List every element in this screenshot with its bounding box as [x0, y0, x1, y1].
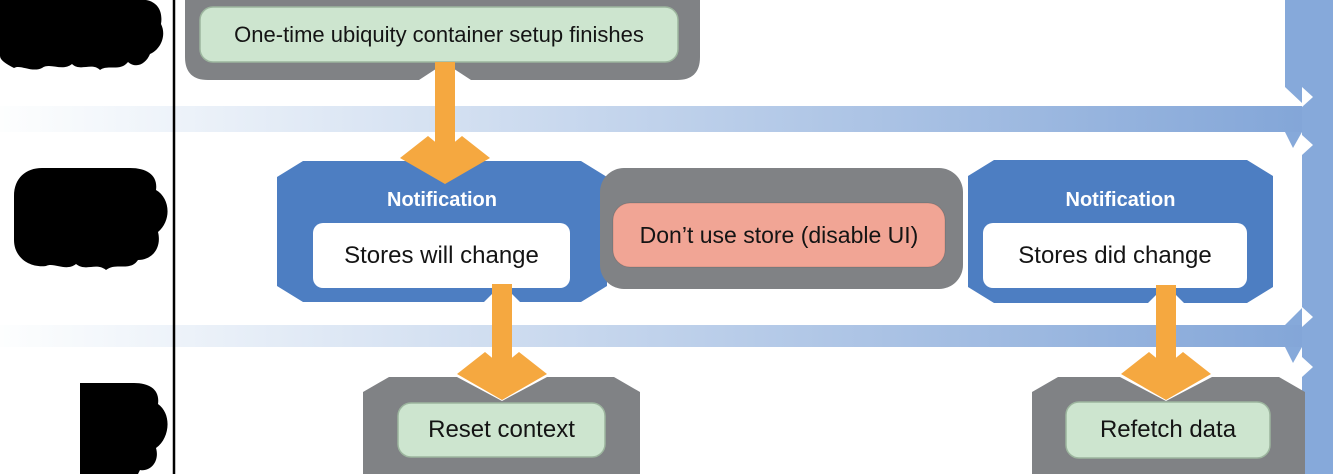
arrow-notification-to-refetch — [1121, 285, 1211, 400]
flow-band-bottom — [0, 325, 1303, 347]
arrow-setup-to-notification — [400, 62, 490, 184]
action-label-reset-context: Reset context — [428, 416, 575, 443]
redacted-label-blobs — [0, 0, 168, 474]
event-label: One-time ubiquity container setup finish… — [234, 21, 644, 47]
arrow-notification-to-reset — [457, 284, 547, 400]
notification-message-right: Stores did change — [1018, 241, 1212, 269]
action-label-refetch-data: Refetch data — [1099, 416, 1237, 443]
action-box-right — [1065, 401, 1271, 459]
flow-arrows — [400, 62, 1211, 400]
notification-title-left: Notification — [387, 188, 497, 211]
notification-title-right: Notification — [1065, 188, 1176, 211]
flow-band-vertical — [1285, 0, 1333, 474]
redacted-label-3 — [80, 383, 168, 474]
notification-message-left: Stores will change — [344, 241, 539, 269]
action-box-left — [397, 402, 606, 458]
flow-band-top — [0, 106, 1303, 132]
disable-ui-box — [612, 202, 946, 268]
redacted-label-1 — [0, 0, 164, 70]
notification-message-box-right — [983, 223, 1247, 288]
notification-message-box-left — [313, 223, 570, 288]
disable-ui-label: Don’t use store (disable UI) — [639, 221, 919, 248]
redacted-label-2 — [14, 168, 168, 270]
flow-band-notches — [1302, 87, 1313, 377]
